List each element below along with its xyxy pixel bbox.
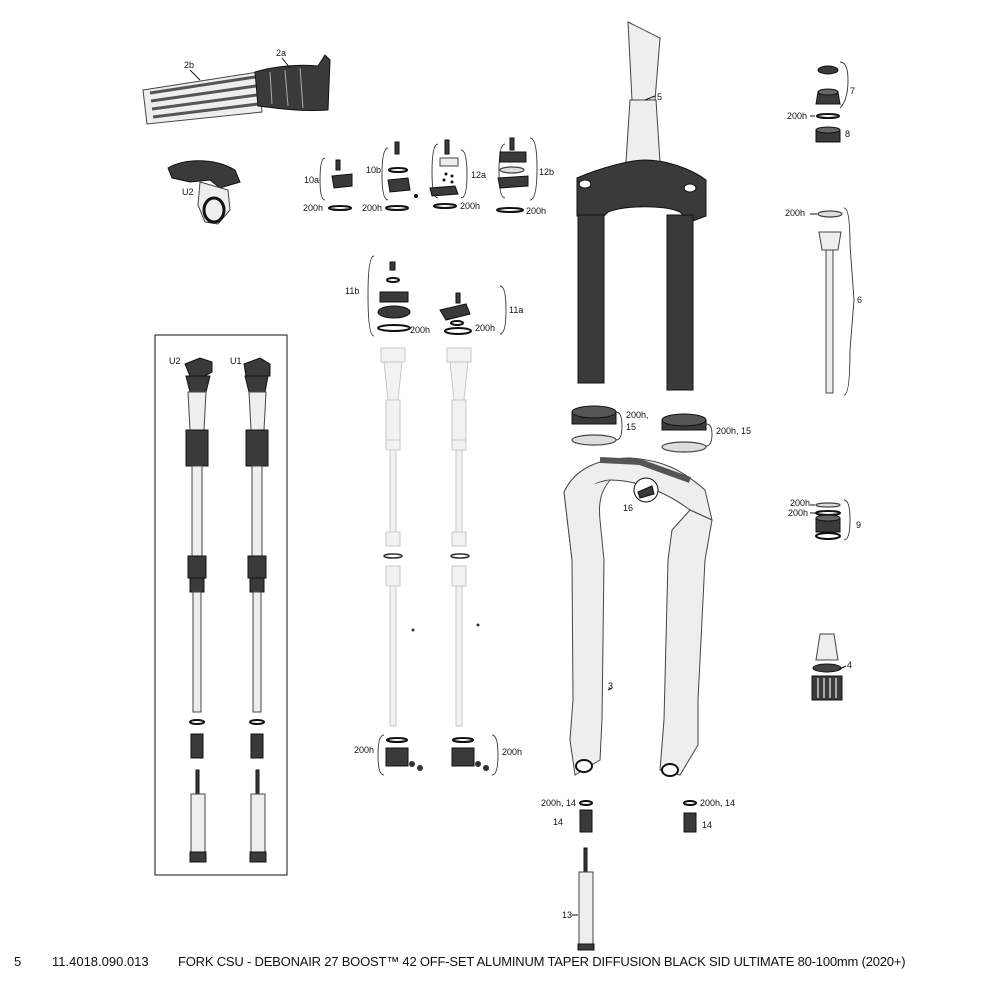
remote-clamp-part [167, 160, 241, 225]
label-3: 3 [608, 681, 613, 691]
label-2b: 2b [184, 60, 194, 70]
label-box-u1: U1 [230, 356, 242, 366]
steerer-crown-part [576, 21, 707, 391]
ghost-damper-assemblies [377, 347, 499, 776]
label-200h-11a: 200h [475, 323, 495, 333]
label-10a: 10a [304, 175, 319, 185]
damper-cap-parts [367, 255, 507, 337]
label-200h-11b: 200h [410, 325, 430, 335]
label-200h-14a: 200h, 14 [541, 798, 576, 808]
lockout-parts [319, 137, 538, 213]
label-4: 4 [847, 660, 852, 670]
label-seal-15: 15 [626, 422, 636, 432]
label-200h-7: 200h [787, 111, 807, 121]
top-cap-part [810, 61, 849, 143]
lower-legs-part [563, 457, 713, 777]
label-14a: 14 [553, 817, 563, 827]
label-seal-200h-15: 200h, 15 [716, 426, 751, 436]
label-200h-12a: 200h [460, 201, 480, 211]
footer-index: 5 [14, 954, 22, 969]
label-200h-9b: 200h [788, 508, 808, 518]
footer-part-number: 11.4018.090.013 [52, 954, 149, 969]
label-200h-9a: 200h [790, 498, 810, 508]
label-12a: 12a [471, 170, 486, 180]
footer-description: FORK CSU - DEBONAIR 27 BOOST™ 42 OFF-SET… [178, 954, 906, 969]
damper-assembly-u1 [243, 357, 271, 863]
air-spring-seals [810, 499, 851, 541]
label-8: 8 [845, 129, 850, 139]
label-remote-u2: U2 [182, 187, 194, 197]
label-10b: 10b [366, 165, 381, 175]
label-13: 13 [562, 910, 572, 920]
damper-assembly-u2 [184, 357, 213, 863]
label-7: 7 [850, 86, 855, 96]
label-steerer-5: 5 [657, 92, 662, 102]
label-11b: 11b [345, 286, 359, 296]
label-200h-14b: 200h, 14 [700, 798, 735, 808]
label-200h-10a: 200h [303, 203, 323, 213]
label-200h-12b: 200h [526, 206, 546, 216]
label-seal-200h: 200h, [626, 410, 649, 420]
label-14b: 14 [702, 820, 712, 830]
label-2a: 2a [276, 48, 286, 58]
label-11a: 11a [509, 305, 523, 315]
dust-seal-parts [571, 405, 713, 453]
label-6: 6 [857, 295, 862, 305]
label-200h-right-bottom: 200h [502, 747, 522, 757]
label-200h-10b: 200h [362, 203, 382, 213]
label-200h-left-bottom: 200h [354, 745, 374, 755]
label-9: 9 [856, 520, 861, 530]
parts-footer: 5 11.4018.090.013 FORK CSU - DEBONAIR 27… [0, 950, 1000, 974]
negative-spring-part [811, 633, 847, 701]
grip-part [142, 54, 331, 125]
label-box-u2: U2 [169, 356, 181, 366]
label-16: 16 [623, 503, 633, 513]
label-200h-6: 200h [785, 208, 805, 218]
upgrade-kit-box [154, 334, 288, 876]
shaft-part [810, 207, 855, 396]
label-12b: 12b [539, 167, 554, 177]
bottom-bolts-and-shaft [572, 800, 697, 951]
